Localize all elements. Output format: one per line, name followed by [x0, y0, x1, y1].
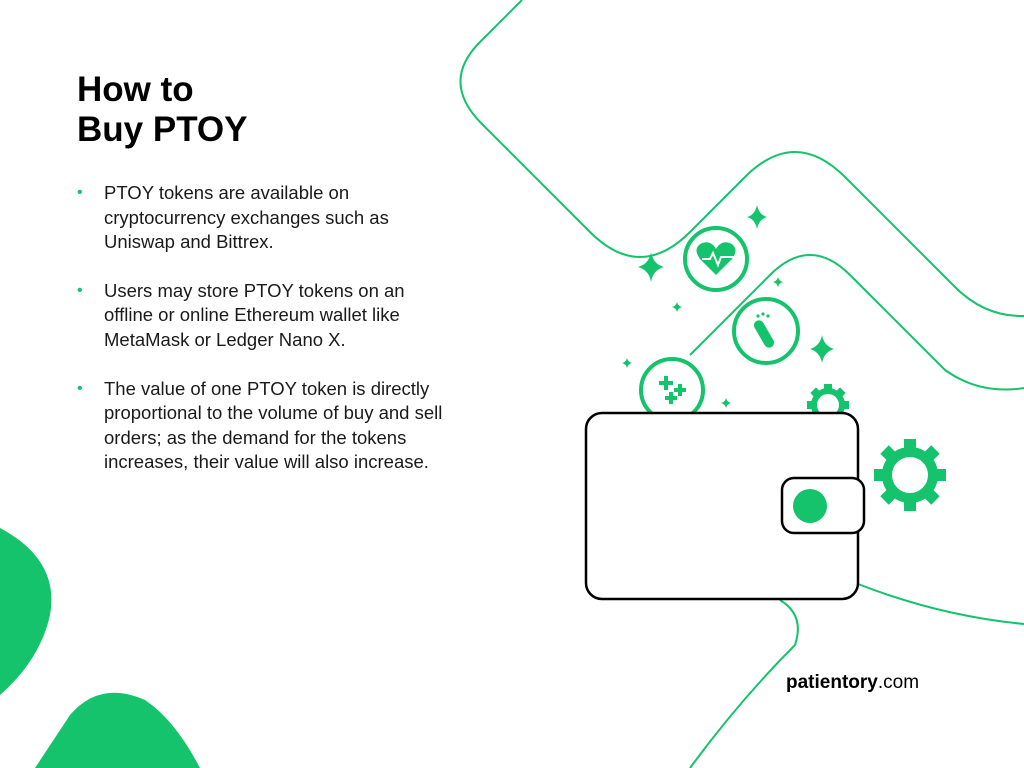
- bullet-text: The value of one PTOY token is directly …: [104, 377, 443, 473]
- wallet-icon: [584, 411, 866, 601]
- test-tube-icon: [732, 297, 800, 365]
- website-link[interactable]: patientory.com: [786, 672, 919, 694]
- title-line-2: Buy PTOY: [77, 110, 248, 149]
- website-domain: .com: [877, 672, 920, 693]
- page-title: How to Buy PTOY: [77, 70, 497, 150]
- bullet-text: Users may store PTOY tokens on an offlin…: [104, 279, 405, 350]
- heart-pulse-icon: [683, 226, 749, 292]
- gear-icon: [874, 439, 946, 511]
- bullet-item: • PTOY tokens are available on cryptocur…: [77, 181, 447, 255]
- bullet-text: PTOY tokens are available on cryptocurre…: [104, 182, 389, 253]
- bullet-marker: •: [77, 184, 83, 201]
- decorative-curve-lower: [689, 599, 799, 768]
- corner-blob-left: [0, 528, 52, 695]
- decorative-curve-top: [459, 0, 1024, 318]
- bullet-item: • The value of one PTOY token is directl…: [77, 377, 447, 475]
- website-name: patientory: [786, 672, 878, 693]
- bullet-item: • Users may store PTOY tokens on an offl…: [77, 279, 447, 353]
- title-line-1: How to: [77, 70, 194, 109]
- bullet-marker: •: [77, 281, 83, 299]
- bullet-marker: •: [77, 379, 83, 397]
- bullet-list: • PTOY tokens are available on cryptocur…: [77, 181, 447, 499]
- decorative-curve-middle: [689, 254, 1024, 391]
- medical-crosses-icon: [639, 357, 705, 423]
- sparkle-icon: [622, 205, 834, 408]
- decorative-curve-bottom: [857, 583, 1024, 625]
- corner-blob-bottom: [35, 692, 200, 768]
